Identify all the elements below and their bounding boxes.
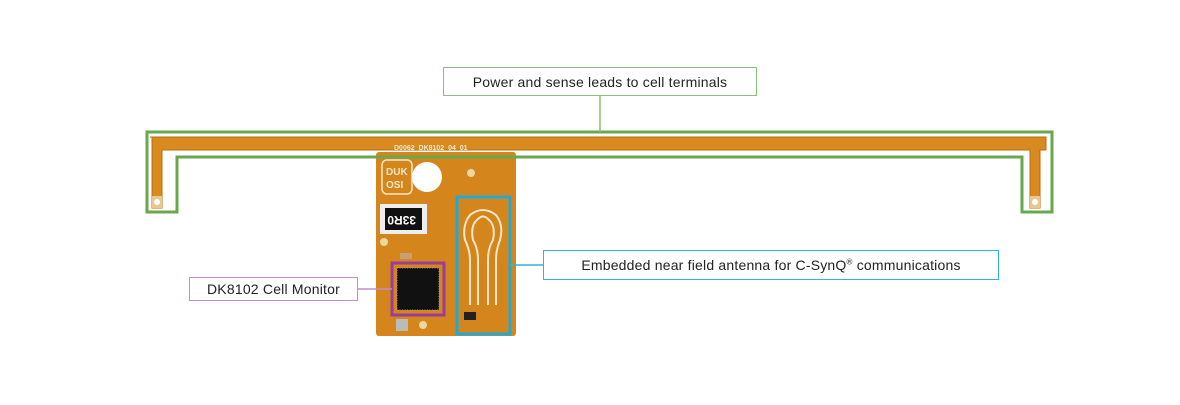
logo-line1: DUK [386,167,408,178]
antenna-callout: Embedded near field antenna for C-SynQ® … [543,250,999,280]
pcb-board: D0062_DK8102_04_01 DUK OSI 33R0 [376,145,516,336]
antenna-callout-text: Embedded near field antenna for C-SynQ® … [581,257,961,273]
flex-leads [150,136,1047,209]
cell-monitor-callout: DK8102 Cell Monitor [189,277,358,301]
antenna-trace [463,209,503,305]
svg-text:33R0: 33R0 [387,213,416,227]
mount-hole [412,162,442,192]
part-number-label: D0062_DK8102_04_01 [394,145,468,152]
leads-highlight [145,130,1054,214]
ic-chip [396,267,440,311]
power-leads-callout: Power and sense leads to cell terminals [443,67,757,96]
logo-line2: OSI [386,180,403,191]
